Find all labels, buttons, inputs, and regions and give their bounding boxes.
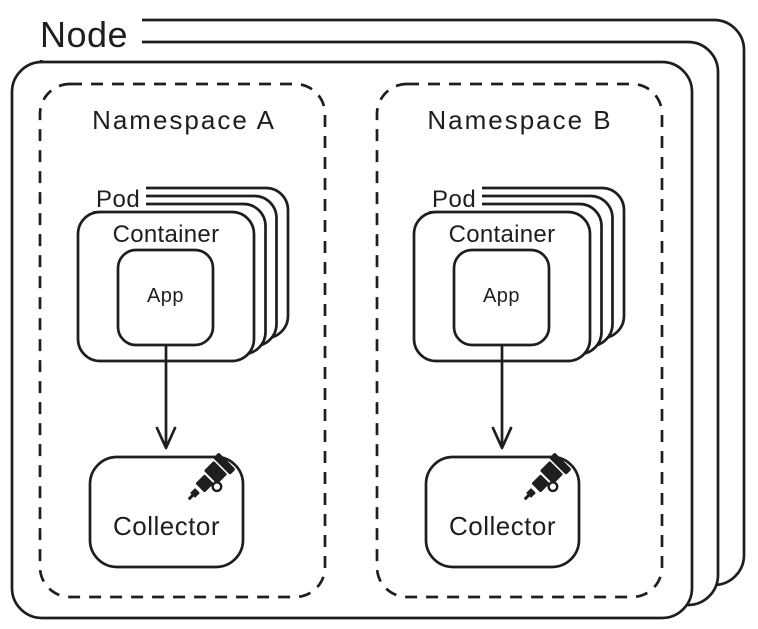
telescope-icon — [187, 453, 235, 501]
telescope-front-tube — [204, 461, 227, 484]
node-label: Node — [40, 14, 128, 55]
namespace-b-label: Namespace B — [427, 105, 612, 135]
namespace-a-group: Namespace A Pod Container App Collector — [38, 82, 327, 599]
telescope-endcap — [213, 453, 235, 475]
telescope-mid-tube — [195, 474, 214, 493]
pod-label-mask — [88, 179, 146, 211]
collector-label: Collector — [113, 511, 220, 541]
telescope-eyepiece — [190, 488, 200, 498]
telescope-knob — [211, 481, 223, 493]
telescope-mid-tube — [531, 474, 550, 493]
pod-label: Pod — [432, 186, 476, 213]
telescope-knob — [547, 481, 559, 493]
container-label: Container — [449, 221, 556, 248]
node-label-mask — [26, 6, 142, 60]
container-label: Container — [113, 221, 220, 248]
flow-arrow — [155, 344, 177, 450]
telescope-front-tube — [540, 461, 563, 484]
telescope-handle — [187, 494, 194, 501]
app-label: App — [147, 285, 184, 307]
namespace-b-group: Namespace B Pod Container App Collector — [375, 82, 664, 599]
namespace-a-label: Namespace A — [92, 105, 276, 135]
collector-label: Collector — [449, 511, 556, 541]
pod-label-mask — [424, 179, 482, 211]
telescope-endcap — [549, 453, 571, 475]
telescope-handle — [523, 494, 530, 501]
flow-arrow — [491, 344, 513, 450]
telescope-eyepiece — [526, 488, 536, 498]
app-label: App — [483, 285, 520, 307]
telescope-icon — [523, 453, 571, 501]
pod-label: Pod — [96, 186, 140, 213]
